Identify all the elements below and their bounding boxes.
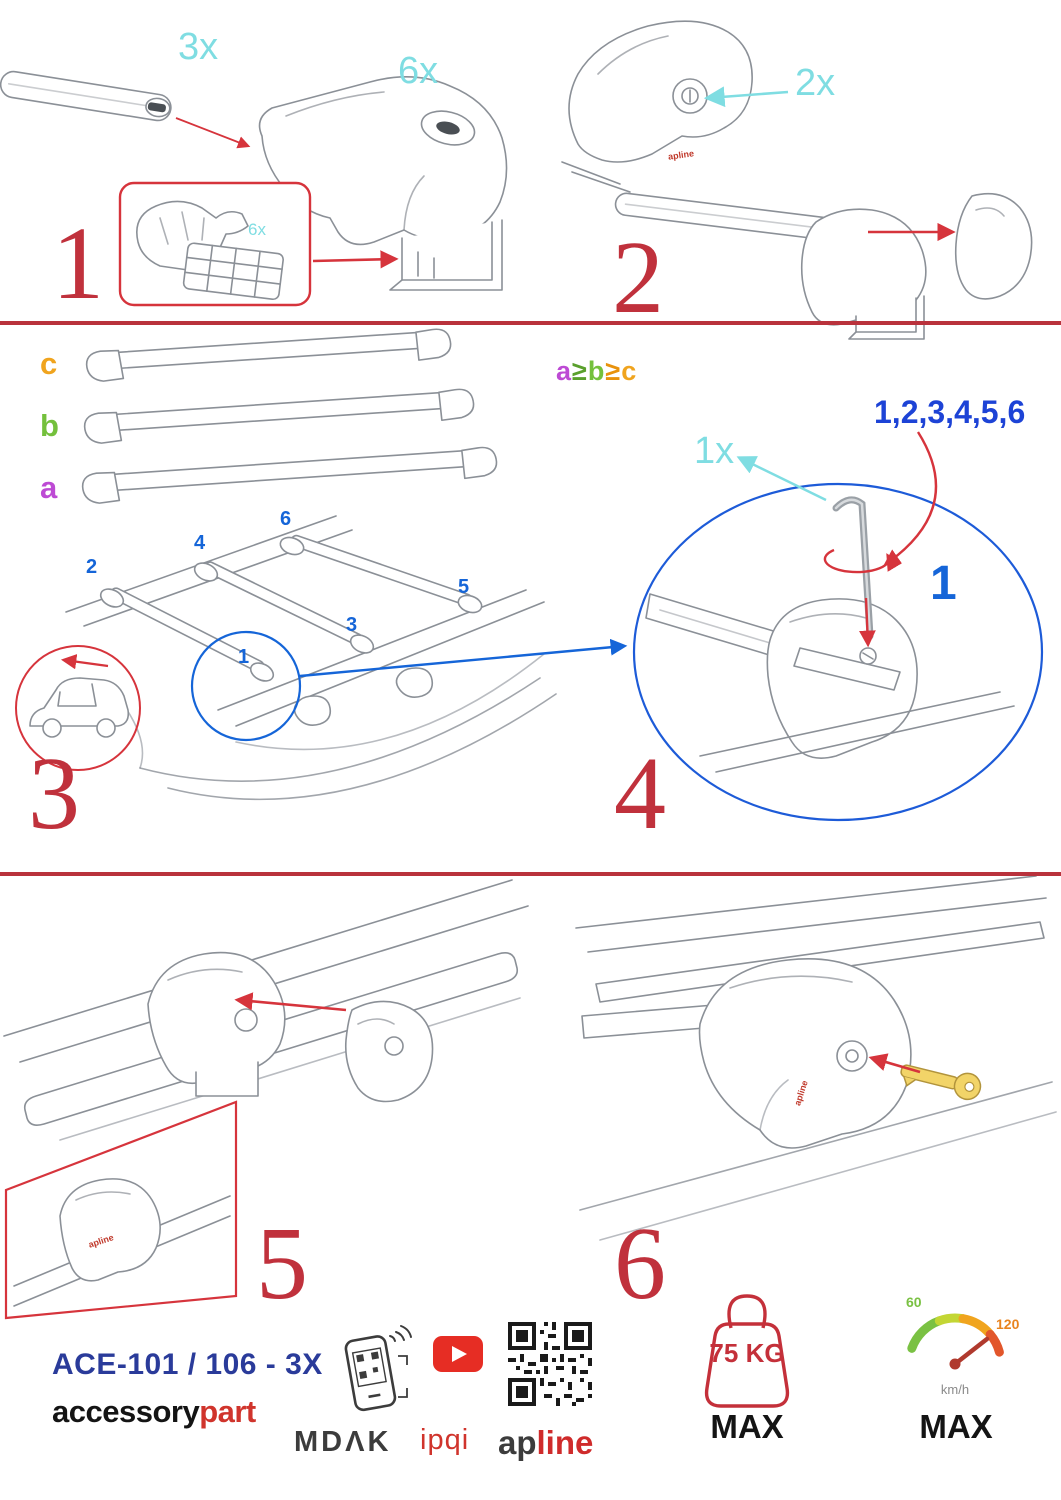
divider-bottom	[0, 872, 1061, 876]
step1-inset	[118, 181, 399, 307]
step1-bar-drawing	[0, 70, 251, 149]
position-3: 3	[346, 614, 358, 636]
roof-diagram-drawing	[65, 515, 628, 801]
bar-label-c: c	[40, 346, 58, 381]
formula-b: b	[587, 356, 606, 386]
speed-high-label: 120	[996, 1316, 1020, 1332]
position-5: 5	[458, 576, 470, 598]
max-speed-label: MAX	[919, 1408, 993, 1445]
step5-number: 5	[256, 1206, 308, 1321]
step1-foot-drawing	[258, 76, 508, 291]
qr-code	[506, 1320, 594, 1408]
step4-number: 4	[614, 736, 666, 851]
max-weight-value: 75 KG	[709, 1338, 785, 1368]
accessorypart-black: accessory	[52, 1394, 200, 1429]
car-inset-drawing	[15, 645, 141, 771]
position-6: 6	[280, 508, 292, 530]
step6-number: 6	[614, 1206, 666, 1321]
formula-c: c	[621, 356, 638, 386]
formula-ge1: ≥	[572, 356, 588, 386]
speed-low-label: 60	[906, 1294, 922, 1310]
step5-drawing	[3, 879, 529, 1320]
tighten-sequence: 1,2,3,4,5,6	[874, 394, 1026, 430]
step2-assembly-drawing	[614, 192, 1033, 340]
model-number: ACE-101 / 106 - 3X	[52, 1348, 323, 1381]
formula-ge2: ≥	[605, 356, 622, 386]
weight-icon	[704, 1294, 790, 1408]
speedometer-icon	[907, 1313, 1004, 1370]
ipqi-logo: ipqi	[420, 1424, 470, 1456]
zoom-detail-drawing	[632, 431, 1044, 822]
youtube-icon	[433, 1336, 483, 1372]
apline-red: line	[536, 1424, 594, 1461]
step4-key-qty-label: 1x	[694, 430, 735, 472]
step2-cyan-arrow	[703, 86, 789, 108]
accessorypart-logo: accessorypart	[52, 1394, 256, 1430]
step6-drawing	[575, 875, 1057, 1241]
speed-unit-label: km/h	[940, 1382, 970, 1397]
bar-c-drawing	[85, 328, 452, 382]
step1-bar-qty-label: 3x	[178, 26, 219, 68]
mdak-logo: MDΛK	[294, 1426, 392, 1458]
divider-top	[0, 321, 1061, 325]
step1-inset-qty-label: 6x	[248, 220, 266, 239]
size-formula: a≥b≥c	[556, 356, 637, 387]
position-2: 2	[86, 556, 98, 578]
accessorypart-red: part	[199, 1394, 256, 1429]
step2-number: 2	[612, 220, 664, 335]
bar-a-drawing	[81, 446, 498, 504]
apline-logo: apline	[498, 1424, 593, 1462]
position-1: 1	[238, 646, 250, 668]
formula-a: a	[556, 356, 573, 386]
step1-foot-qty-label: 6x	[398, 50, 439, 92]
step3-number: 3	[28, 736, 80, 851]
max-weight-label: MAX	[710, 1408, 784, 1445]
bar-b-drawing	[83, 388, 475, 444]
step1-number: 1	[52, 206, 104, 321]
apline-black: ap	[498, 1424, 537, 1461]
step2-lock-drawing	[561, 20, 753, 193]
step2-lock-qty-label: 2x	[795, 62, 836, 104]
position-4: 4	[194, 532, 206, 554]
bar-label-b: b	[40, 408, 59, 443]
zoom-callout-1: 1	[930, 557, 957, 610]
qr-scan-phone-icon	[344, 1325, 412, 1412]
bar-label-a: a	[40, 470, 58, 505]
